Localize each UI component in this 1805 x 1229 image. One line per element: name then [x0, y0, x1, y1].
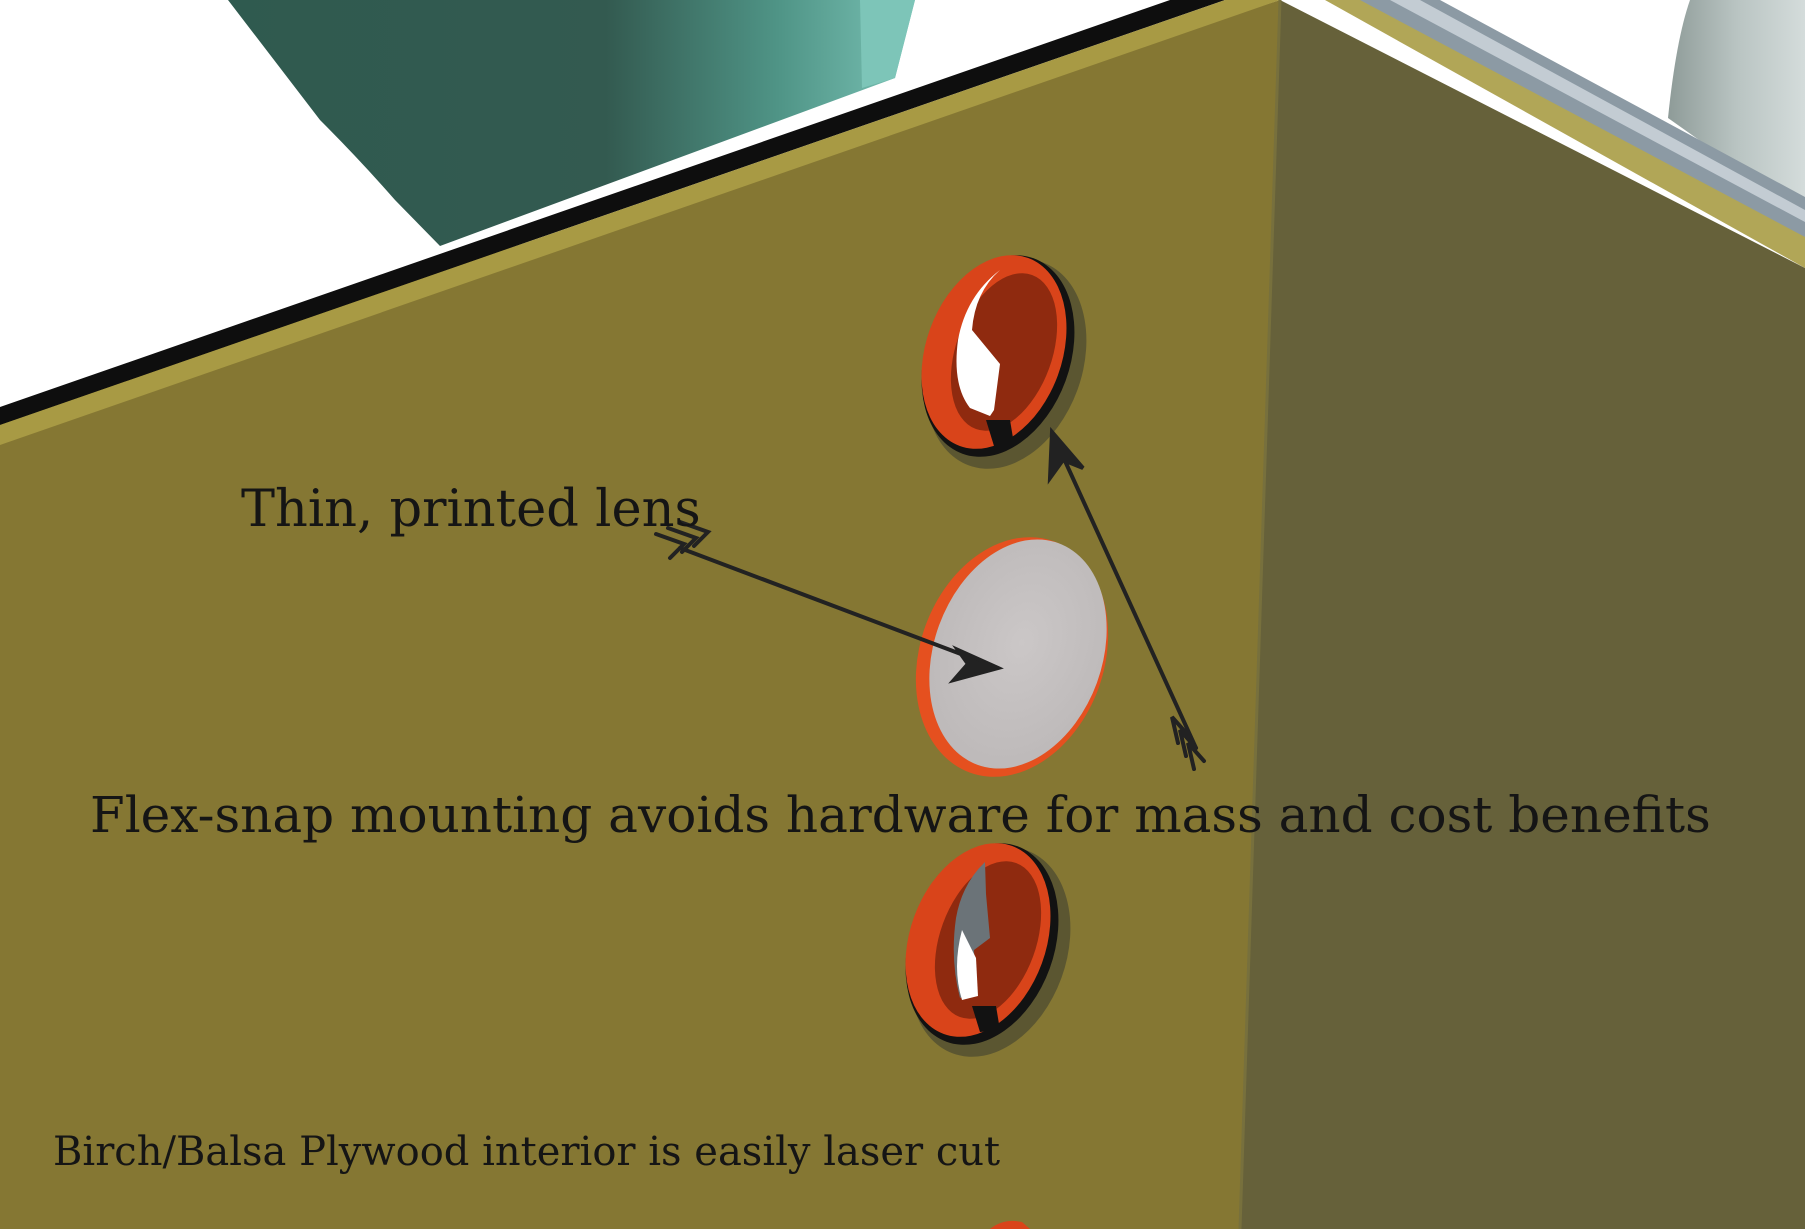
- snap-mount-partial: [990, 1220, 1030, 1229]
- snap-mount-bottom: [905, 843, 1071, 1057]
- panel-side-bevel: [1325, 0, 1805, 268]
- grey-cylinder: [1668, 0, 1805, 215]
- flex-snap-callout: Flex-snap mounting avoids hardware for m…: [90, 786, 1711, 844]
- lens-arrow: [654, 520, 1004, 684]
- lens-callout: Thin, printed lens: [241, 480, 701, 539]
- teal-component: [228, 0, 915, 246]
- panel-side-face: [1240, 0, 1805, 1229]
- panel-corner-line: [1238, 0, 1282, 1229]
- panel-front-bevel: [0, 0, 1280, 445]
- snap-mount-top: [921, 255, 1087, 469]
- aluminum-frame-light: [1390, 0, 1805, 222]
- snap-arrow: [1047, 426, 1206, 771]
- teal-highlight: [860, 0, 915, 88]
- plywood-callout: Birch/Balsa Plywood interior is easily l…: [53, 1129, 1001, 1175]
- printed-lens: [915, 537, 1109, 777]
